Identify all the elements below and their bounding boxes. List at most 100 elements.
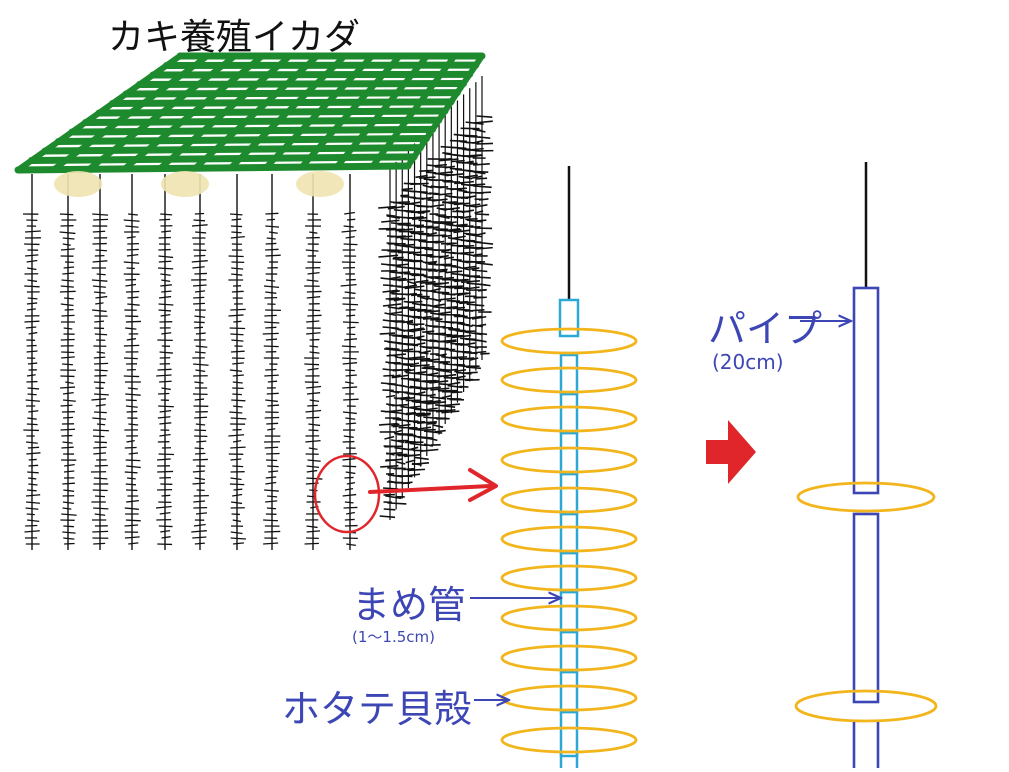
oyster-cluster bbox=[407, 469, 425, 470]
oyster-cluster bbox=[126, 466, 141, 467]
oyster-cluster bbox=[127, 478, 136, 479]
oyster-cluster bbox=[268, 381, 277, 382]
oyster-cluster bbox=[127, 297, 138, 298]
oyster-cluster bbox=[95, 303, 103, 304]
oyster-cluster bbox=[477, 340, 487, 342]
oyster-cluster bbox=[62, 280, 74, 281]
scallop-shell-ring bbox=[502, 329, 636, 353]
oyster-cluster bbox=[307, 280, 319, 281]
oyster-cluster bbox=[389, 312, 403, 314]
oyster-cluster bbox=[344, 477, 353, 478]
oyster-cluster bbox=[267, 508, 276, 509]
oyster-cluster bbox=[192, 261, 208, 262]
mame-kan-tube bbox=[561, 433, 577, 474]
oyster-cluster bbox=[232, 219, 242, 220]
oyster-cluster bbox=[405, 336, 414, 337]
oyster-cluster bbox=[344, 507, 358, 508]
oyster-cluster bbox=[477, 233, 486, 235]
oyster-cluster bbox=[230, 214, 242, 215]
mame-kan-label: まめ管 bbox=[352, 574, 466, 629]
oyster-cluster bbox=[475, 214, 489, 215]
oyster-cluster bbox=[28, 465, 38, 466]
mame-kan-tube bbox=[561, 355, 577, 394]
oyster-cluster bbox=[194, 382, 203, 383]
oyster-cluster bbox=[426, 205, 444, 207]
oyster-cluster bbox=[91, 399, 106, 400]
oyster-cluster bbox=[466, 367, 481, 368]
oyster-cluster bbox=[195, 543, 205, 544]
oyster-cluster bbox=[24, 286, 39, 287]
raft-floats bbox=[54, 171, 344, 197]
oyster-cluster bbox=[267, 429, 275, 430]
oyster-cluster bbox=[228, 435, 244, 436]
oyster-cluster bbox=[162, 537, 171, 538]
oyster-cluster bbox=[61, 304, 74, 305]
oyster-cluster bbox=[63, 502, 74, 503]
oyster-cluster bbox=[310, 352, 320, 353]
mame-kan-size-label: (1～1.5cm) bbox=[352, 626, 435, 647]
oyster-cluster bbox=[307, 466, 319, 467]
oyster-cluster bbox=[231, 340, 243, 341]
oyster-cluster bbox=[306, 526, 317, 527]
oyster-cluster bbox=[195, 448, 204, 449]
oyster-cluster bbox=[95, 496, 105, 497]
mame-kan-tube bbox=[561, 553, 577, 592]
mame-kan-tube bbox=[561, 712, 577, 756]
oyster-cluster bbox=[307, 369, 318, 370]
oyster-cluster bbox=[268, 471, 278, 472]
oyster-cluster bbox=[414, 457, 429, 459]
pipe bbox=[854, 514, 878, 702]
oyster-cluster bbox=[477, 284, 490, 286]
oyster-cluster bbox=[430, 319, 442, 320]
oyster-cluster bbox=[124, 220, 140, 221]
oyster-cluster bbox=[94, 357, 105, 358]
oyster-cluster bbox=[306, 333, 320, 334]
oyster-cluster bbox=[128, 543, 138, 544]
oyster-cluster bbox=[128, 424, 138, 425]
oyster-cluster bbox=[342, 466, 356, 467]
oyster-cluster bbox=[193, 285, 207, 286]
oyster-cluster bbox=[196, 513, 207, 514]
oyster-cluster bbox=[93, 231, 105, 232]
oyster-cluster bbox=[342, 304, 358, 305]
oyster-cluster bbox=[28, 388, 40, 389]
oyster-cluster bbox=[264, 375, 278, 376]
oyster-cluster bbox=[309, 232, 317, 233]
oyster-cluster bbox=[94, 321, 104, 322]
oyster-cluster bbox=[233, 375, 244, 376]
scallop-shell-ring bbox=[502, 448, 636, 472]
oyster-cluster bbox=[61, 514, 76, 515]
highlight-circle bbox=[315, 456, 379, 532]
oyster-cluster bbox=[126, 520, 141, 521]
oyster-cluster bbox=[384, 446, 403, 447]
oyster-cluster bbox=[64, 328, 73, 329]
oyster-cluster bbox=[344, 213, 355, 214]
oyster-cluster bbox=[62, 483, 75, 484]
oyster-cluster bbox=[160, 352, 173, 353]
oyster-cluster bbox=[229, 412, 242, 413]
oyster-cluster bbox=[474, 297, 487, 298]
oyster-cluster bbox=[125, 328, 136, 329]
oyster-cluster bbox=[158, 406, 174, 407]
oyster-cluster bbox=[264, 315, 276, 316]
oyster-cluster bbox=[305, 441, 320, 442]
oyster-cluster bbox=[27, 472, 38, 473]
oyster-cluster bbox=[193, 364, 208, 365]
raft-beam bbox=[153, 74, 470, 75]
oyster-cluster bbox=[396, 462, 405, 464]
oyster-cluster bbox=[62, 364, 73, 365]
oyster-cluster bbox=[451, 161, 464, 162]
oyster-cluster bbox=[126, 501, 139, 502]
oyster-cluster bbox=[381, 220, 399, 222]
oyster-cluster bbox=[266, 255, 281, 256]
oyster-cluster bbox=[347, 219, 355, 220]
oyster-cluster bbox=[27, 490, 37, 491]
oyster-cluster bbox=[63, 393, 74, 394]
oyster-cluster bbox=[125, 447, 137, 448]
oyster-cluster bbox=[193, 483, 205, 484]
oyster-cluster bbox=[27, 309, 36, 310]
oyster-cluster bbox=[427, 373, 439, 375]
oyster-cluster bbox=[192, 225, 208, 226]
oyster-cluster bbox=[28, 411, 38, 412]
oyster-cluster bbox=[265, 226, 279, 227]
